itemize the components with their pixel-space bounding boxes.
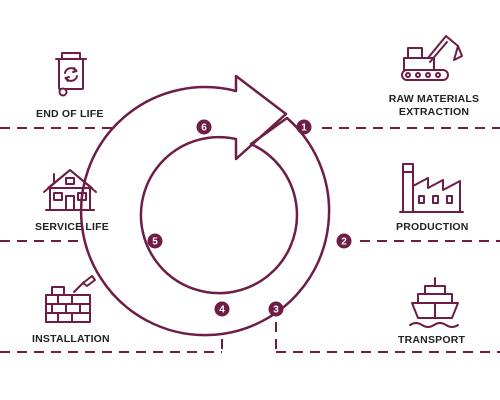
ship-icon xyxy=(409,277,459,328)
stage-label-installation: INSTALLATION xyxy=(32,333,110,346)
stage-label-line: END OF LIFE xyxy=(36,108,104,120)
excavator-icon xyxy=(401,35,463,81)
stage-number-4: 4 xyxy=(219,305,225,316)
stage-number-5: 5 xyxy=(152,237,158,248)
stage-label-line: PRODUCTION xyxy=(396,221,469,233)
stage-badge-1: 1 xyxy=(296,119,312,135)
stage-label-production: PRODUCTION xyxy=(396,221,469,234)
stage-label-end-of-life: END OF LIFE xyxy=(36,108,104,121)
brick-wall-trowel-icon xyxy=(45,275,96,323)
stage-label-line: INSTALLATION xyxy=(32,333,110,345)
stage-number-6: 6 xyxy=(201,123,207,134)
stage-label-raw-materials: RAW MATERIALS EXTRACTION xyxy=(384,93,484,119)
stage-badge-5: 5 xyxy=(147,233,163,249)
stage-number-2: 2 xyxy=(341,237,347,248)
dashed-separators xyxy=(0,127,500,353)
factory-icon xyxy=(399,163,464,213)
stage-number-3: 3 xyxy=(273,305,279,316)
stage-number-1: 1 xyxy=(301,123,307,134)
stage-label-line: TRANSPORT xyxy=(398,334,466,346)
stage-badge-2: 2 xyxy=(336,233,352,249)
stage-badge-3: 3 xyxy=(268,301,284,317)
stage-label-line1: RAW MATERIALS xyxy=(388,93,480,105)
stage-label-service-life: SERVICE LIFE xyxy=(35,221,109,234)
stage-label-line2: EXTRACTION xyxy=(398,106,470,118)
stage-badge-4: 4 xyxy=(214,301,230,317)
stage-label-transport: TRANSPORT xyxy=(398,334,465,347)
recycling-bin-icon xyxy=(55,52,87,97)
stage-badge-6: 6 xyxy=(196,119,212,135)
stage-label-line: SERVICE LIFE xyxy=(35,221,109,233)
house-icon xyxy=(43,169,97,211)
